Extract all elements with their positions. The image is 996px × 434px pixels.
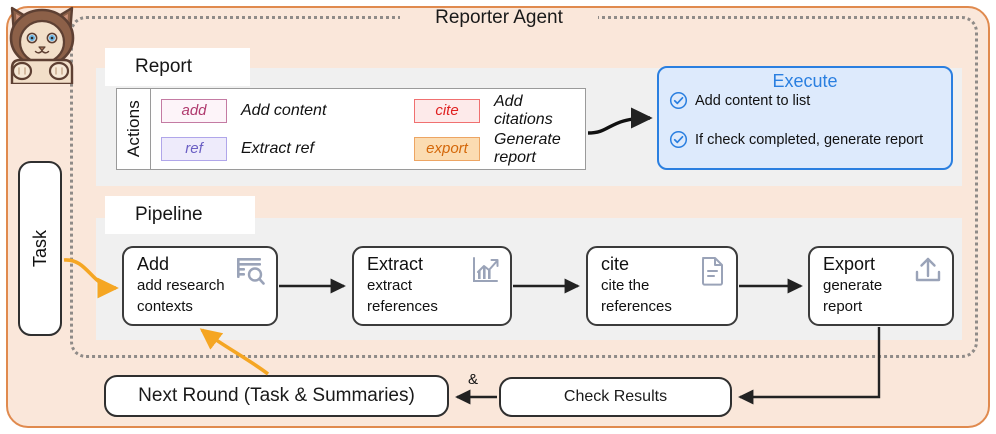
- step-add-sub-line1: add research: [137, 276, 225, 294]
- step-cite-sub-line1: cite the: [601, 276, 650, 294]
- step-extract-head: Extract: [367, 254, 424, 274]
- agent-title-gap: [400, 8, 598, 28]
- task-label: Task: [29, 229, 50, 267]
- check-circle-icon: [669, 130, 688, 149]
- action-desc-export: Generate report: [494, 131, 561, 166]
- report-section-title: Report: [105, 48, 250, 86]
- chart-trend-icon: [473, 257, 499, 282]
- step-export-sub-line1: generate: [823, 276, 883, 294]
- check-results-box[interactable]: Check Results: [499, 377, 732, 417]
- execute-item-1: Add content to list: [659, 91, 951, 110]
- actions-label-cell: Actions: [117, 89, 151, 169]
- list-search-icon: [237, 258, 265, 285]
- document-icon: [702, 257, 723, 286]
- execute-title: Execute: [772, 71, 838, 91]
- execute-box: Execute Add content to list If check com…: [657, 66, 953, 170]
- step-add-head: Add: [137, 254, 170, 274]
- execute-item-1-label: Add content to list: [695, 92, 811, 109]
- execute-item-2: If check completed, generate report: [659, 130, 951, 149]
- page-title: Reporter Agent: [435, 7, 563, 28]
- action-tag-export[interactable]: export: [414, 137, 480, 161]
- step-cite-sub-line2: references: [601, 297, 672, 315]
- step-export-head: Export: [823, 254, 876, 274]
- upload-icon: [915, 257, 941, 282]
- pipeline-step-cite[interactable]: cite cite the references: [586, 246, 738, 326]
- actions-label: Actions: [123, 100, 143, 158]
- and-connector-label: &: [468, 371, 479, 388]
- action-tag-cite[interactable]: cite: [414, 99, 480, 123]
- actions-grid: add Add content cite Add citations ref E…: [151, 89, 585, 169]
- action-desc-add: Add content: [241, 102, 327, 119]
- step-add-sub-line2: contexts: [137, 297, 193, 315]
- next-round-box[interactable]: Next Round (Task & Summaries): [104, 375, 449, 417]
- step-cite-head: cite: [601, 254, 630, 274]
- action-desc-cite: Add citations: [494, 93, 553, 128]
- pipeline-step-export[interactable]: Export generate report: [808, 246, 954, 326]
- task-pill[interactable]: Task: [18, 161, 62, 336]
- pipeline-section-title: Pipeline: [105, 196, 255, 234]
- pipeline-step-extract[interactable]: Extract extract references: [352, 246, 512, 326]
- step-export-sub-line2: report: [823, 297, 863, 315]
- pipeline-step-add[interactable]: Add add research contexts: [122, 246, 278, 326]
- execute-item-2-label: If check completed, generate report: [695, 131, 924, 148]
- check-circle-icon: [669, 91, 688, 110]
- step-extract-sub-line1: extract: [367, 276, 413, 294]
- step-extract-sub-line2: references: [367, 297, 438, 315]
- cat-mascot-icon: [9, 6, 75, 84]
- action-tag-ref[interactable]: ref: [161, 137, 227, 161]
- action-desc-ref: Extract ref: [241, 140, 314, 157]
- actions-table: Actions add Add content cite Add citatio…: [116, 88, 586, 170]
- action-tag-add[interactable]: add: [161, 99, 227, 123]
